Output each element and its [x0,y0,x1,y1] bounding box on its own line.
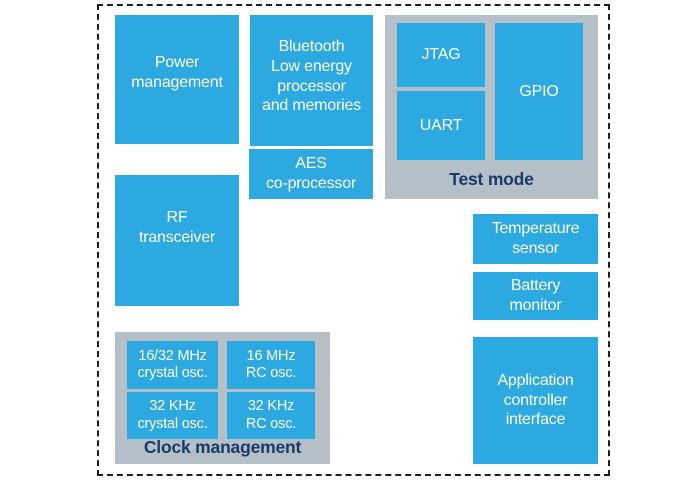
temperature-sensor-block: Temperature sensor [473,214,598,264]
bluetooth-low-energy-processor-block: Bluetooth Low energy processor and memor… [250,15,373,146]
aes-coprocessor-block: AES co-processor [249,149,373,199]
clock-management-label: Clock management [143,437,302,457]
rf-transceiver-block: RF transceiver [115,175,239,306]
rc-osc-32khz-block: 32 KHz RC osc. [227,392,315,439]
application-controller-interface-block: Application controller interface [473,337,598,464]
clock-management-container: 16/32 MHz crystal osc. 16 MHz RC osc. 32… [115,332,330,464]
battery-monitor-block: Battery monitor [473,272,598,320]
crystal-osc-32khz-block: 32 KHz crystal osc. [127,392,218,439]
uart-block: UART [397,91,485,160]
test-mode-container: JTAG UART GPIO Test mode [385,15,598,199]
gpio-block: GPIO [495,23,583,160]
chip-boundary-dashed-frame [97,4,610,476]
rc-osc-16mhz-block: 16 MHz RC osc. [227,341,315,389]
test-mode-label: Test mode [449,169,534,189]
power-management-block: Power management [115,15,239,144]
jtag-block: JTAG [397,23,485,87]
crystal-osc-16-32mhz-block: 16/32 MHz crystal osc. [127,341,218,389]
